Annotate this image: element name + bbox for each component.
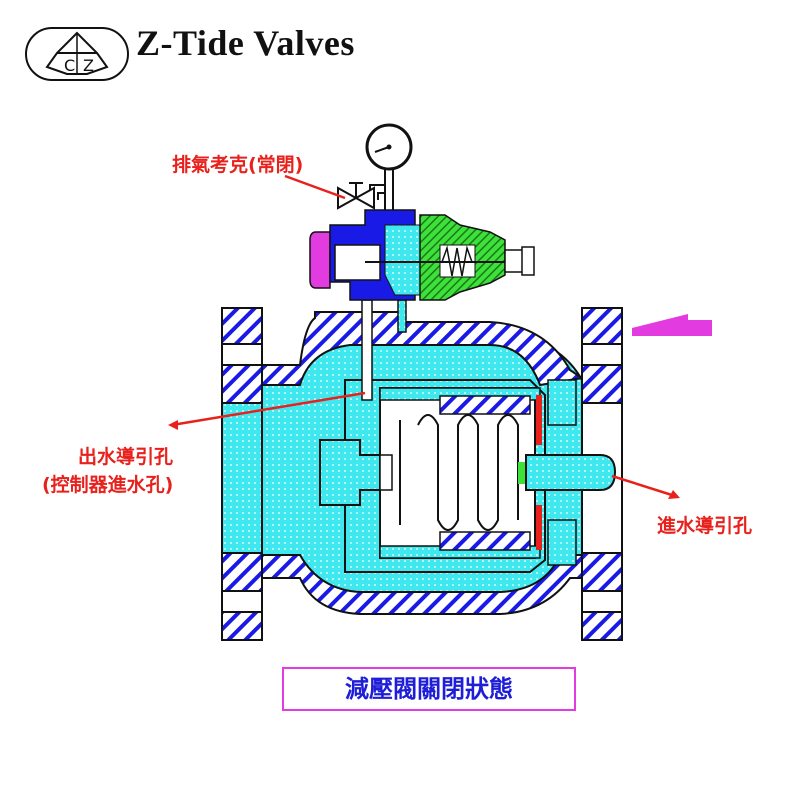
pilot-controller: [309, 209, 535, 301]
label-inlet-pilot-hole: 進水導引孔: [657, 515, 753, 537]
company-logo: C Z: [25, 27, 129, 81]
svg-text:Z: Z: [83, 56, 94, 75]
pilot-spring: [441, 245, 473, 277]
right-flange: [581, 307, 623, 641]
leader-lines: [171, 174, 676, 498]
svg-text:C: C: [64, 56, 75, 75]
main-spring: [399, 414, 519, 531]
leader-arrowhead-icon: [168, 420, 178, 430]
flow-direction-arrow-icon: [632, 314, 712, 336]
valve-stem: [525, 454, 617, 491]
pressure-gauge-icon: [365, 123, 413, 210]
diaphragm-upper: [536, 395, 542, 445]
left-flange: [221, 307, 263, 641]
logo-emblem-icon: C Z: [45, 31, 109, 75]
air-cock-valve-icon: [337, 182, 375, 210]
label-outlet-pilot-hole: 出水導引孔: [78, 446, 174, 468]
label-air-cock: 排氣考克(常閉): [172, 154, 304, 176]
outlet-pilot-tube: [361, 299, 373, 401]
valve-body: [221, 299, 623, 641]
pilot-cap: [309, 231, 331, 289]
adjusting-screw: [504, 249, 524, 273]
label-outlet-pilot-hole-note: (控制器進水孔): [42, 474, 174, 496]
leader-arrowhead-icon: [668, 490, 680, 499]
diagram-caption: 減壓閥關閉狀態: [282, 667, 576, 711]
diaphragm-lower: [536, 505, 542, 550]
brand-name: Z-Tide Valves: [136, 23, 355, 63]
